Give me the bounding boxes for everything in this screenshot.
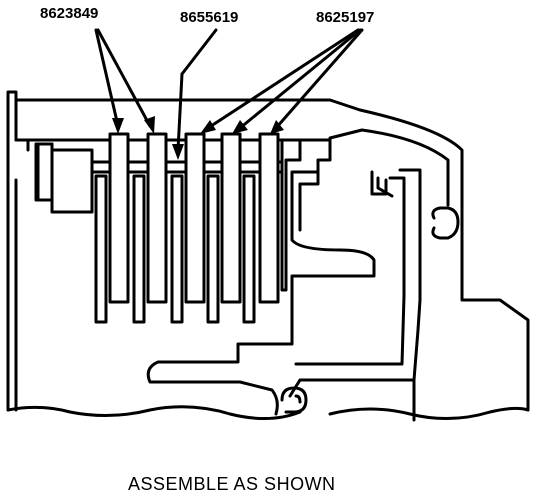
plate-friction-1 xyxy=(94,174,108,324)
leader-arrows xyxy=(94,28,364,160)
plate-steel-2 xyxy=(146,132,168,304)
plate-steel-3 xyxy=(184,132,206,304)
plate-friction-4 xyxy=(206,174,220,324)
part-number-8655619: 8655619 xyxy=(180,9,238,26)
clutch-pack xyxy=(34,132,302,324)
plate-steel-5 xyxy=(258,132,280,304)
plate-friction-3 xyxy=(170,174,184,324)
caption-assemble-as-shown: ASSEMBLE AS SHOWN xyxy=(128,474,336,494)
piston-hub xyxy=(146,138,460,422)
plate-steel-1 xyxy=(108,132,130,304)
housing xyxy=(6,90,530,421)
plate-friction-5 xyxy=(242,174,256,324)
part-number-8625197: 8625197 xyxy=(316,9,374,26)
part-number-8623849: 8623849 xyxy=(40,5,98,22)
plate-steel-4 xyxy=(220,132,242,304)
plate-friction-2 xyxy=(132,174,146,324)
